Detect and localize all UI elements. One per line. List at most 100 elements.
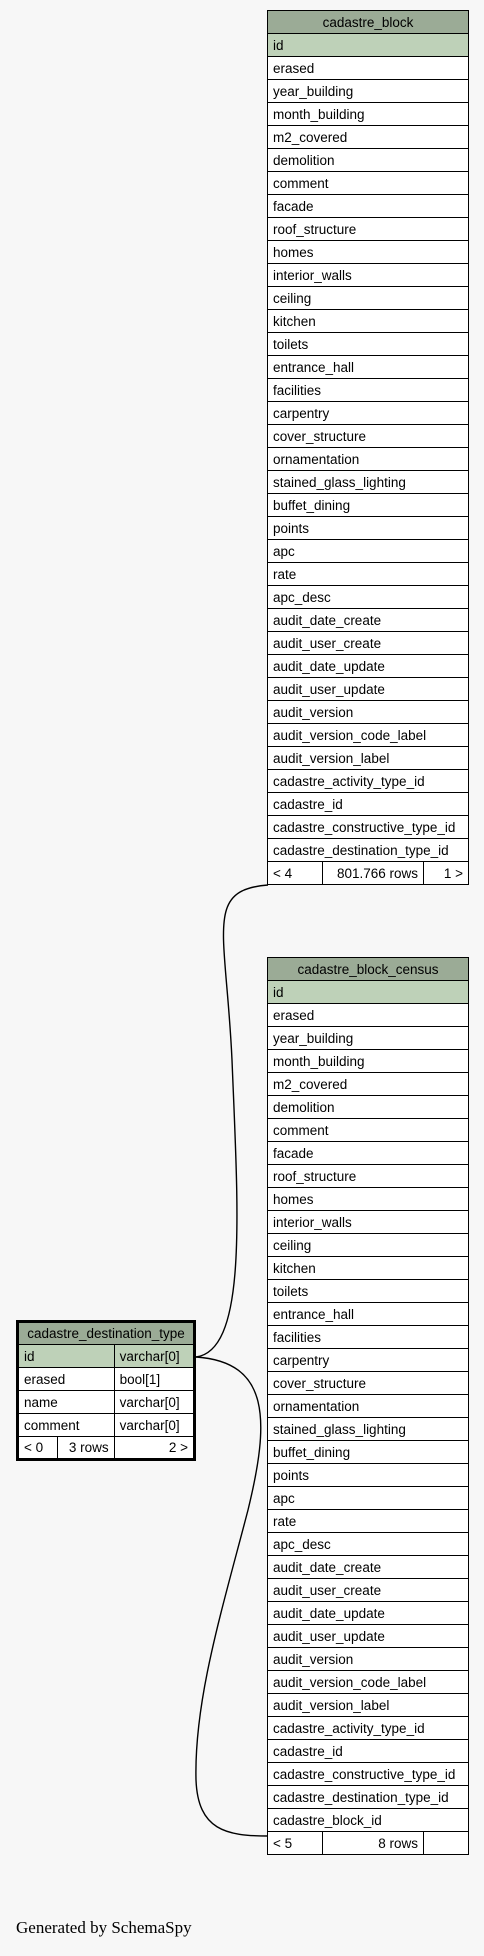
column-row[interactable]: carpentry	[267, 401, 469, 425]
column-row[interactable]: toilets	[267, 1279, 469, 1303]
column-row[interactable]: facilities	[267, 378, 469, 402]
column-row[interactable]: entrance_hall	[267, 355, 469, 379]
table-cell: audit_user_create	[267, 631, 469, 655]
column-row[interactable]: cadastre_destination_type_id	[267, 1785, 469, 1809]
column-row[interactable]: ceiling	[267, 286, 469, 310]
column-row[interactable]: cadastre_activity_type_id	[267, 769, 469, 793]
column-row[interactable]: demolition	[267, 148, 469, 172]
column-row[interactable]: audit_version_label	[267, 1693, 469, 1717]
column-row[interactable]: stained_glass_lighting	[267, 470, 469, 494]
table-cell: varchar[0]	[113, 1413, 196, 1437]
table-cell: cadastre_block_id	[267, 1808, 469, 1832]
column-row[interactable]: apc_desc	[267, 585, 469, 609]
table-cell: comment	[17, 1413, 115, 1437]
table-header[interactable]: cadastre_destination_type	[17, 1321, 195, 1345]
column-row[interactable]: audit_version_code_label	[267, 1670, 469, 1694]
column-row[interactable]: ceiling	[267, 1233, 469, 1257]
column-row[interactable]: apc_desc	[267, 1532, 469, 1556]
column-row[interactable]: points	[267, 1463, 469, 1487]
table-header[interactable]: cadastre_block	[267, 10, 469, 34]
table-cell: audit_date_update	[267, 654, 469, 678]
column-row[interactable]: cadastre_id	[267, 792, 469, 816]
column-row[interactable]: carpentry	[267, 1348, 469, 1372]
column-row[interactable]: cadastre_constructive_type_id	[267, 1762, 469, 1786]
column-row[interactable]: cadastre_constructive_type_id	[267, 815, 469, 839]
table-header[interactable]: cadastre_block_census	[267, 957, 469, 981]
column-row[interactable]: cadastre_activity_type_id	[267, 1716, 469, 1740]
column-row[interactable]: cadastre_id	[267, 1739, 469, 1763]
column-row[interactable]: audit_version	[267, 700, 469, 724]
column-row[interactable]: audit_date_update	[267, 1601, 469, 1625]
column-row[interactable]: m2_covered	[267, 125, 469, 149]
column-row[interactable]: buffet_dining	[267, 493, 469, 517]
column-row[interactable]: demolition	[267, 1095, 469, 1119]
primary-key-row[interactable]: id	[267, 33, 469, 57]
column-row[interactable]: homes	[267, 240, 469, 264]
column-row[interactable]: buffet_dining	[267, 1440, 469, 1464]
column-row[interactable]: comment	[267, 171, 469, 195]
column-row[interactable]: month_building	[267, 102, 469, 126]
column-row[interactable]: roof_structure	[267, 1164, 469, 1188]
column-row[interactable]: cadastre_destination_type_id	[267, 838, 469, 862]
column-row[interactable]: cover_structure	[267, 424, 469, 448]
column-row[interactable]: apc	[267, 539, 469, 563]
column-row[interactable]: audit_date_create	[267, 608, 469, 632]
column-row[interactable]: audit_date_update	[267, 654, 469, 678]
column-row[interactable]: entrance_hall	[267, 1302, 469, 1326]
column-row[interactable]: audit_version_code_label	[267, 723, 469, 747]
column-row[interactable]: ornamentation	[267, 1394, 469, 1418]
column-row[interactable]: homes	[267, 1187, 469, 1211]
table-cell: kitchen	[267, 309, 469, 333]
column-row[interactable]: toilets	[267, 332, 469, 356]
column-row[interactable]: rate	[267, 562, 469, 586]
column-row[interactable]: erased	[267, 56, 469, 80]
column-row[interactable]: ornamentation	[267, 447, 469, 471]
column-row[interactable]: rate	[267, 1509, 469, 1533]
column-row[interactable]: kitchen	[267, 1256, 469, 1280]
column-row[interactable]: interior_walls	[267, 263, 469, 287]
column-row[interactable]: erased	[267, 1003, 469, 1027]
column-row[interactable]: roof_structure	[267, 217, 469, 241]
table-cell: carpentry	[267, 401, 469, 425]
column-row[interactable]: facade	[267, 1141, 469, 1165]
column-row[interactable]: interior_walls	[267, 1210, 469, 1234]
column-row[interactable]: year_building	[267, 79, 469, 103]
column-row[interactable]: audit_version	[267, 1647, 469, 1671]
table-cell: points	[267, 516, 469, 540]
column-row[interactable]: cover_structure	[267, 1371, 469, 1395]
table-cell: cadastre_constructive_type_id	[267, 1762, 469, 1786]
column-row[interactable]: audit_date_create	[267, 1555, 469, 1579]
table-cell: audit_user_update	[267, 677, 469, 701]
column-row[interactable]: m2_covered	[267, 1072, 469, 1096]
column-row[interactable]: kitchen	[267, 309, 469, 333]
column-row[interactable]: facade	[267, 194, 469, 218]
column-row[interactable]: year_building	[267, 1026, 469, 1050]
table-cell: interior_walls	[267, 263, 469, 287]
column-row[interactable]: month_building	[267, 1049, 469, 1073]
primary-key-row[interactable]: id	[267, 980, 469, 1004]
table-cell: homes	[267, 240, 469, 264]
column-row[interactable]: audit_user_update	[267, 1624, 469, 1648]
table-cell: audit_date_update	[267, 1601, 469, 1625]
column-row[interactable]: audit_version_label	[267, 746, 469, 770]
column-row[interactable]: audit_user_create	[267, 1578, 469, 1602]
column-row[interactable]: facilities	[267, 1325, 469, 1349]
table-cell: cadastre_activity_type_id	[267, 769, 469, 793]
column-row[interactable]: cadastre_block_id	[267, 1808, 469, 1832]
column-row[interactable]: points	[267, 516, 469, 540]
column-row[interactable]: stained_glass_lighting	[267, 1417, 469, 1441]
column-row[interactable]: comment	[267, 1118, 469, 1142]
column-row[interactable]: audit_user_update	[267, 677, 469, 701]
column-row[interactable]: apc	[267, 1486, 469, 1510]
column-row[interactable]: audit_user_create	[267, 631, 469, 655]
